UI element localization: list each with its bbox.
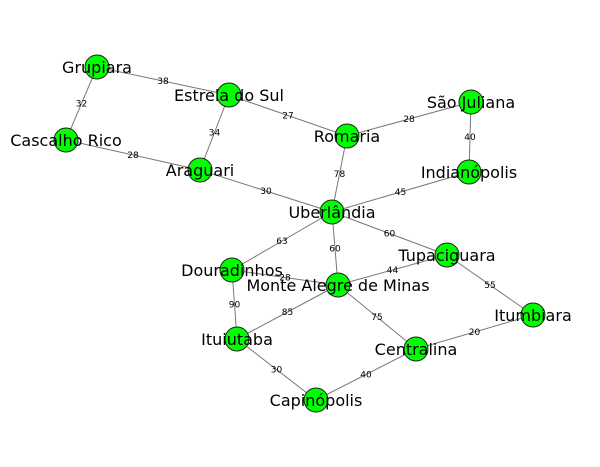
- edges-layer: [65, 66, 534, 401]
- node-label-montealegre: Monte Alegre de Minas: [246, 276, 429, 295]
- edge-weight-itumbiara-centralina: 20: [469, 328, 481, 338]
- edge-weight-grupiara-estrela: 38: [157, 77, 169, 87]
- node-capinopolis: [303, 387, 329, 413]
- edge-romaria-saojuliana: [346, 101, 472, 137]
- node-romaria: [334, 123, 360, 149]
- node-label-centralina: Centralina: [375, 340, 458, 359]
- edge-estrela-araguari: [199, 94, 230, 171]
- edge-weight-romaria-uberlandia: 78: [334, 170, 346, 180]
- edge-grupiara-estrela: [96, 66, 230, 96]
- node-label-estrela: Estrela do Sul: [174, 86, 284, 105]
- edge-weight-uberlandia-douradinhos: 63: [276, 237, 287, 247]
- node-label-saojuliana: São Juliana: [427, 93, 515, 112]
- edge-ituiutaba-capinopolis: [236, 338, 317, 401]
- edge-weights-layer: 38 32 27 34 28 28 78 40 30 45 63 60 60 28 90 44 85 75 55 20…: [76, 77, 496, 381]
- node-label-uberlandia: Uberlândia: [288, 203, 375, 222]
- node-araguari: [187, 157, 213, 183]
- node-label-romaria: Romaria: [314, 127, 380, 146]
- node-label-itumbiara: Itumbiara: [494, 306, 572, 325]
- node-grupiara: [84, 54, 110, 80]
- edge-weight-cascalho-araguari: 28: [127, 151, 139, 161]
- edge-weight-uberlandia-montealegre: 60: [329, 245, 341, 255]
- node-label-ituiutaba: Ituiutaba: [201, 330, 273, 349]
- edge-estrela-romaria: [228, 94, 348, 137]
- node-estrela: [216, 82, 242, 108]
- edge-weight-grupiara-cascalho: 32: [76, 100, 87, 110]
- edge-douradinhos-montealegre: [231, 269, 339, 286]
- edge-cascalho-araguari: [65, 139, 201, 171]
- edge-indianopolis-uberlandia: [331, 171, 470, 213]
- edge-weight-tupaciguara-itumbiara: 55: [484, 281, 495, 291]
- edge-montealegre-centralina: [337, 284, 417, 350]
- edge-weight-estrela-araguari: 34: [209, 129, 221, 139]
- edge-weight-douradinhos-ituiutaba: 90: [229, 301, 241, 311]
- node-label-araguari: Araguari: [166, 161, 234, 180]
- node-saojuliana: [458, 89, 484, 115]
- edge-montealegre-tupaciguara: [337, 254, 448, 286]
- edge-weight-ituiutaba-capinopolis: 30: [271, 366, 283, 376]
- edge-weight-romaria-saojuliana: 28: [403, 115, 415, 125]
- node-label-cascalho: Cascalho Rico: [10, 131, 122, 150]
- node-itumbiara: [520, 302, 546, 328]
- edge-uberlandia-douradinhos: [231, 211, 333, 271]
- edge-weight-saojuliana-indianopolis: 40: [464, 133, 476, 143]
- edge-romaria-uberlandia: [331, 135, 348, 213]
- node-ituiutaba: [224, 326, 250, 352]
- node-cascalho: [53, 127, 79, 153]
- edge-tupaciguara-itumbiara: [446, 254, 534, 316]
- edge-araguari-uberlandia: [199, 169, 333, 213]
- node-label-douradinhos: Douradinhos: [181, 261, 283, 280]
- node-uberlandia: [319, 199, 345, 225]
- node-douradinhos: [219, 257, 245, 283]
- edge-itumbiara-centralina: [415, 314, 534, 350]
- node-montealegre: [325, 272, 351, 298]
- nodes-layer: [53, 54, 546, 413]
- node-indianopolis: [456, 159, 482, 185]
- node-label-capinopolis: Capinópolis: [270, 391, 363, 410]
- node-label-grupiara: Grupiara: [62, 58, 132, 77]
- edge-weight-araguari-uberlandia: 30: [260, 187, 272, 197]
- edge-grupiara-cascalho: [65, 66, 98, 141]
- edge-weight-centralina-capinopolis: 40: [360, 371, 372, 381]
- edge-weight-douradinhos-montealegre: 28: [279, 274, 291, 284]
- edge-weight-estrela-romaria: 27: [282, 112, 293, 122]
- edge-weight-indianopolis-uberlandia: 45: [395, 188, 406, 198]
- edge-centralina-capinopolis: [315, 348, 417, 401]
- node-tupaciguara: [434, 242, 460, 268]
- edge-uberlandia-tupaciguara: [331, 211, 448, 256]
- node-centralina: [403, 336, 429, 362]
- edge-weight-montealegre-tupaciguara: 44: [387, 266, 399, 276]
- edge-weight-montealegre-ituiutaba: 85: [282, 308, 293, 318]
- node-label-indianopolis: Indianópolis: [421, 163, 517, 182]
- edge-montealegre-ituiutaba: [236, 284, 339, 340]
- edge-weight-uberlandia-tupaciguara: 60: [384, 230, 396, 240]
- edge-weight-montealegre-centralina: 75: [371, 313, 382, 323]
- node-label-tupaciguara: Tupaciguara: [397, 246, 495, 265]
